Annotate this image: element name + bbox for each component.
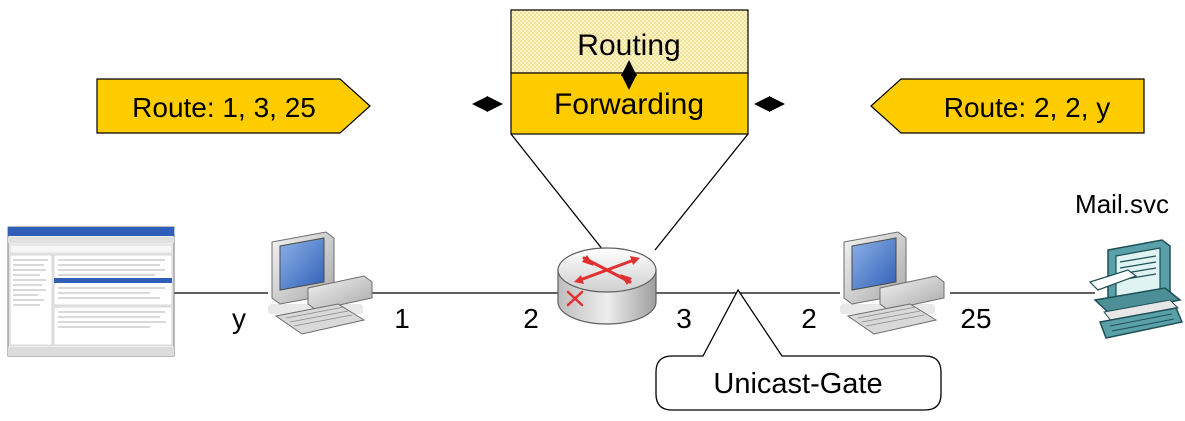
mail-service-icon xyxy=(1088,239,1184,339)
unicast-gate-callout: Unicast-Gate xyxy=(655,288,942,411)
zoom-line-right xyxy=(654,133,749,251)
port-label-2-router: 2 xyxy=(523,303,539,334)
application-window-icon xyxy=(7,226,175,357)
router-icon xyxy=(557,247,657,325)
port-label-2-host: 2 xyxy=(801,303,817,334)
port-label-y: y xyxy=(232,303,246,334)
left-route-flag: Route: 1, 3, 25 xyxy=(96,78,371,134)
routing-label: Routing xyxy=(577,29,680,62)
port-label-25: 25 xyxy=(960,303,991,334)
port-label-3: 3 xyxy=(676,303,692,334)
right-route-label: Route: 2, 2, y xyxy=(944,92,1111,123)
zoom-line-left xyxy=(510,133,604,251)
unicast-gate-label: Unicast-Gate xyxy=(713,368,882,400)
router-logic-box: Routing Forwarding xyxy=(510,9,749,135)
left-route-label: Route: 1, 3, 25 xyxy=(132,92,316,123)
mail-service-label: Mail.svc xyxy=(1075,189,1169,219)
forwarding-label: Forwarding xyxy=(554,88,704,121)
left-computer-icon xyxy=(268,231,373,335)
port-label-1: 1 xyxy=(394,303,410,334)
right-route-flag: Route: 2, 2, y xyxy=(870,78,1145,134)
right-computer-icon xyxy=(840,231,945,335)
